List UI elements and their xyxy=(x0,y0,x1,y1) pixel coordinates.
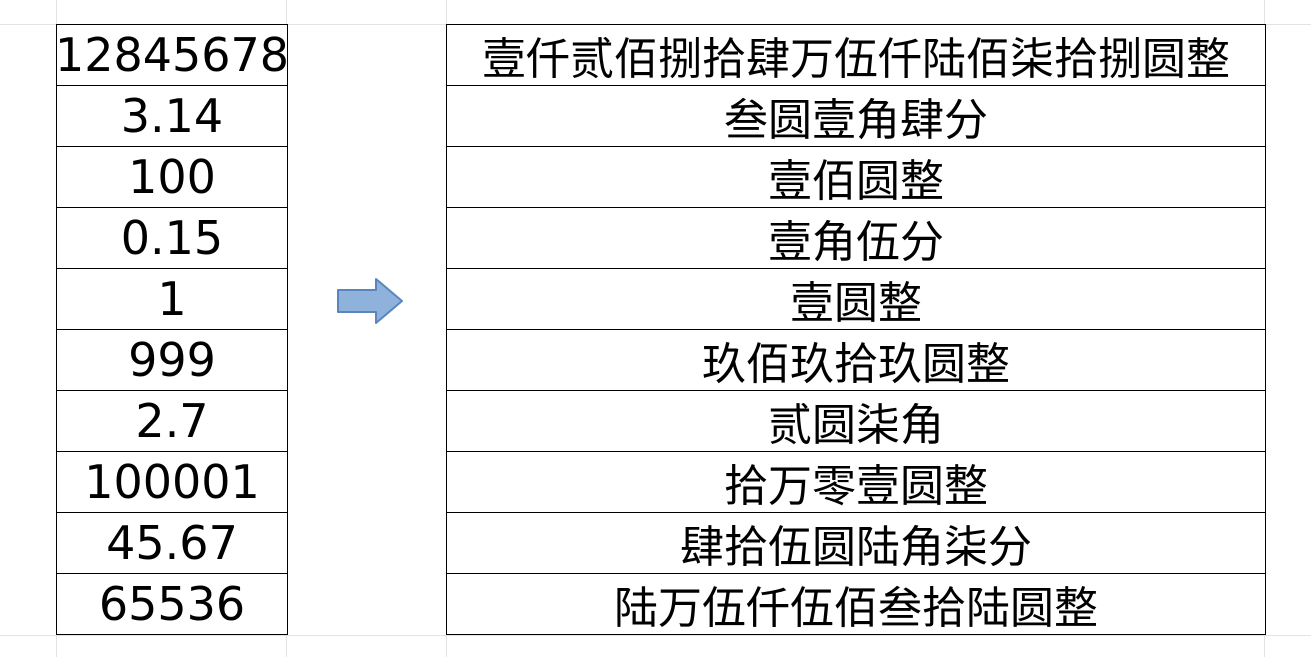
chinese-amount-cell[interactable]: 壹圆整 xyxy=(447,269,1265,330)
chinese-amount-cell[interactable]: 叁圆壹角肆分 xyxy=(447,86,1265,147)
grid-line xyxy=(0,635,1311,636)
chinese-amount-cell[interactable]: 陆万伍仟伍佰叁拾陆圆整 xyxy=(614,583,1098,634)
chinese-amount-cell[interactable]: 壹角伍分 xyxy=(447,208,1265,269)
chinese-amount-cell[interactable]: 玖佰玖拾玖圆整 xyxy=(447,330,1265,391)
number-cell[interactable]: 999 xyxy=(57,330,287,391)
number-cell[interactable]: 1 xyxy=(57,269,287,330)
number-cell[interactable]: 45.67 xyxy=(57,513,287,574)
number-column: 12845678 3.14 100 0.15 1 999 2.7 100001 … xyxy=(55,24,289,635)
number-cell[interactable]: 100 xyxy=(57,147,287,208)
number-cell[interactable]: 2.7 xyxy=(57,391,287,452)
chinese-amount-cell[interactable]: 壹仟贰佰捌拾肆万伍仟陆佰柒拾捌圆整 xyxy=(447,25,1265,86)
number-cell[interactable]: 3.14 xyxy=(57,86,287,147)
number-cell[interactable]: 100001 xyxy=(57,452,287,513)
chinese-amount-cell[interactable]: 肆拾伍圆陆角柒分 xyxy=(447,513,1265,574)
number-cell[interactable]: 0.15 xyxy=(57,208,287,269)
chinese-amount-cell[interactable]: 壹佰圆整 xyxy=(447,147,1265,208)
chinese-amount-column: 壹仟贰佰捌拾肆万伍仟陆佰柒拾捌圆整 叁圆壹角肆分 壹佰圆整 壹角伍分 壹圆整 玖… xyxy=(446,24,1266,635)
number-cell[interactable]: 12845678 xyxy=(55,25,289,86)
chinese-amount-cell[interactable]: 拾万零壹圆整 xyxy=(447,452,1265,513)
right-arrow-icon[interactable] xyxy=(336,277,404,325)
number-cell[interactable]: 65536 xyxy=(98,577,246,631)
chinese-amount-cell[interactable]: 贰圆柒角 xyxy=(447,391,1265,452)
